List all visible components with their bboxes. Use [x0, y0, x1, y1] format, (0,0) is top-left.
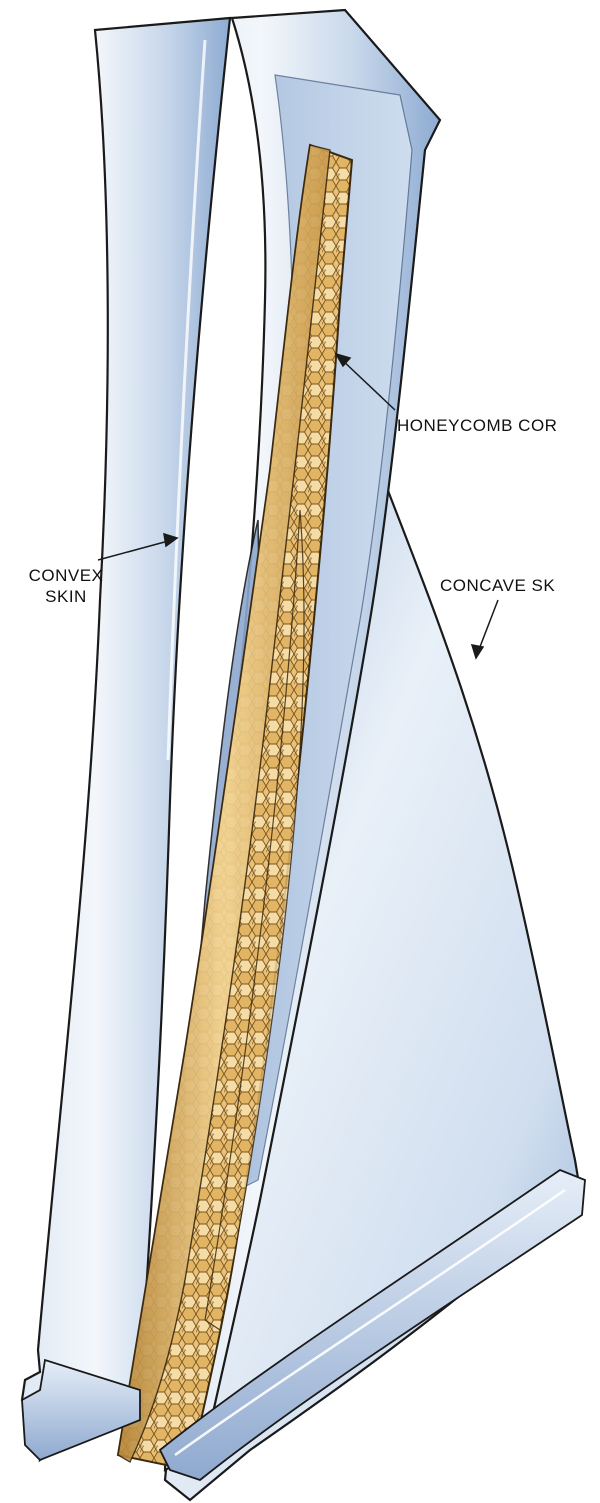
convex-skin-label-line2: SKIN: [14, 586, 118, 607]
concave-skin-label-text: CONCAVE SK: [440, 575, 555, 596]
honeycomb-core-label: HONEYCOMB COR: [397, 415, 557, 436]
convex-skin-label: CONVEX SKIN: [14, 565, 118, 607]
concave-skin-label: CONCAVE SK: [440, 575, 555, 596]
convex-skin-label-line1: CONVEX: [14, 565, 118, 586]
honeycomb-core-label-text: HONEYCOMB COR: [397, 415, 557, 436]
concave-skin-leader: [472, 600, 498, 658]
